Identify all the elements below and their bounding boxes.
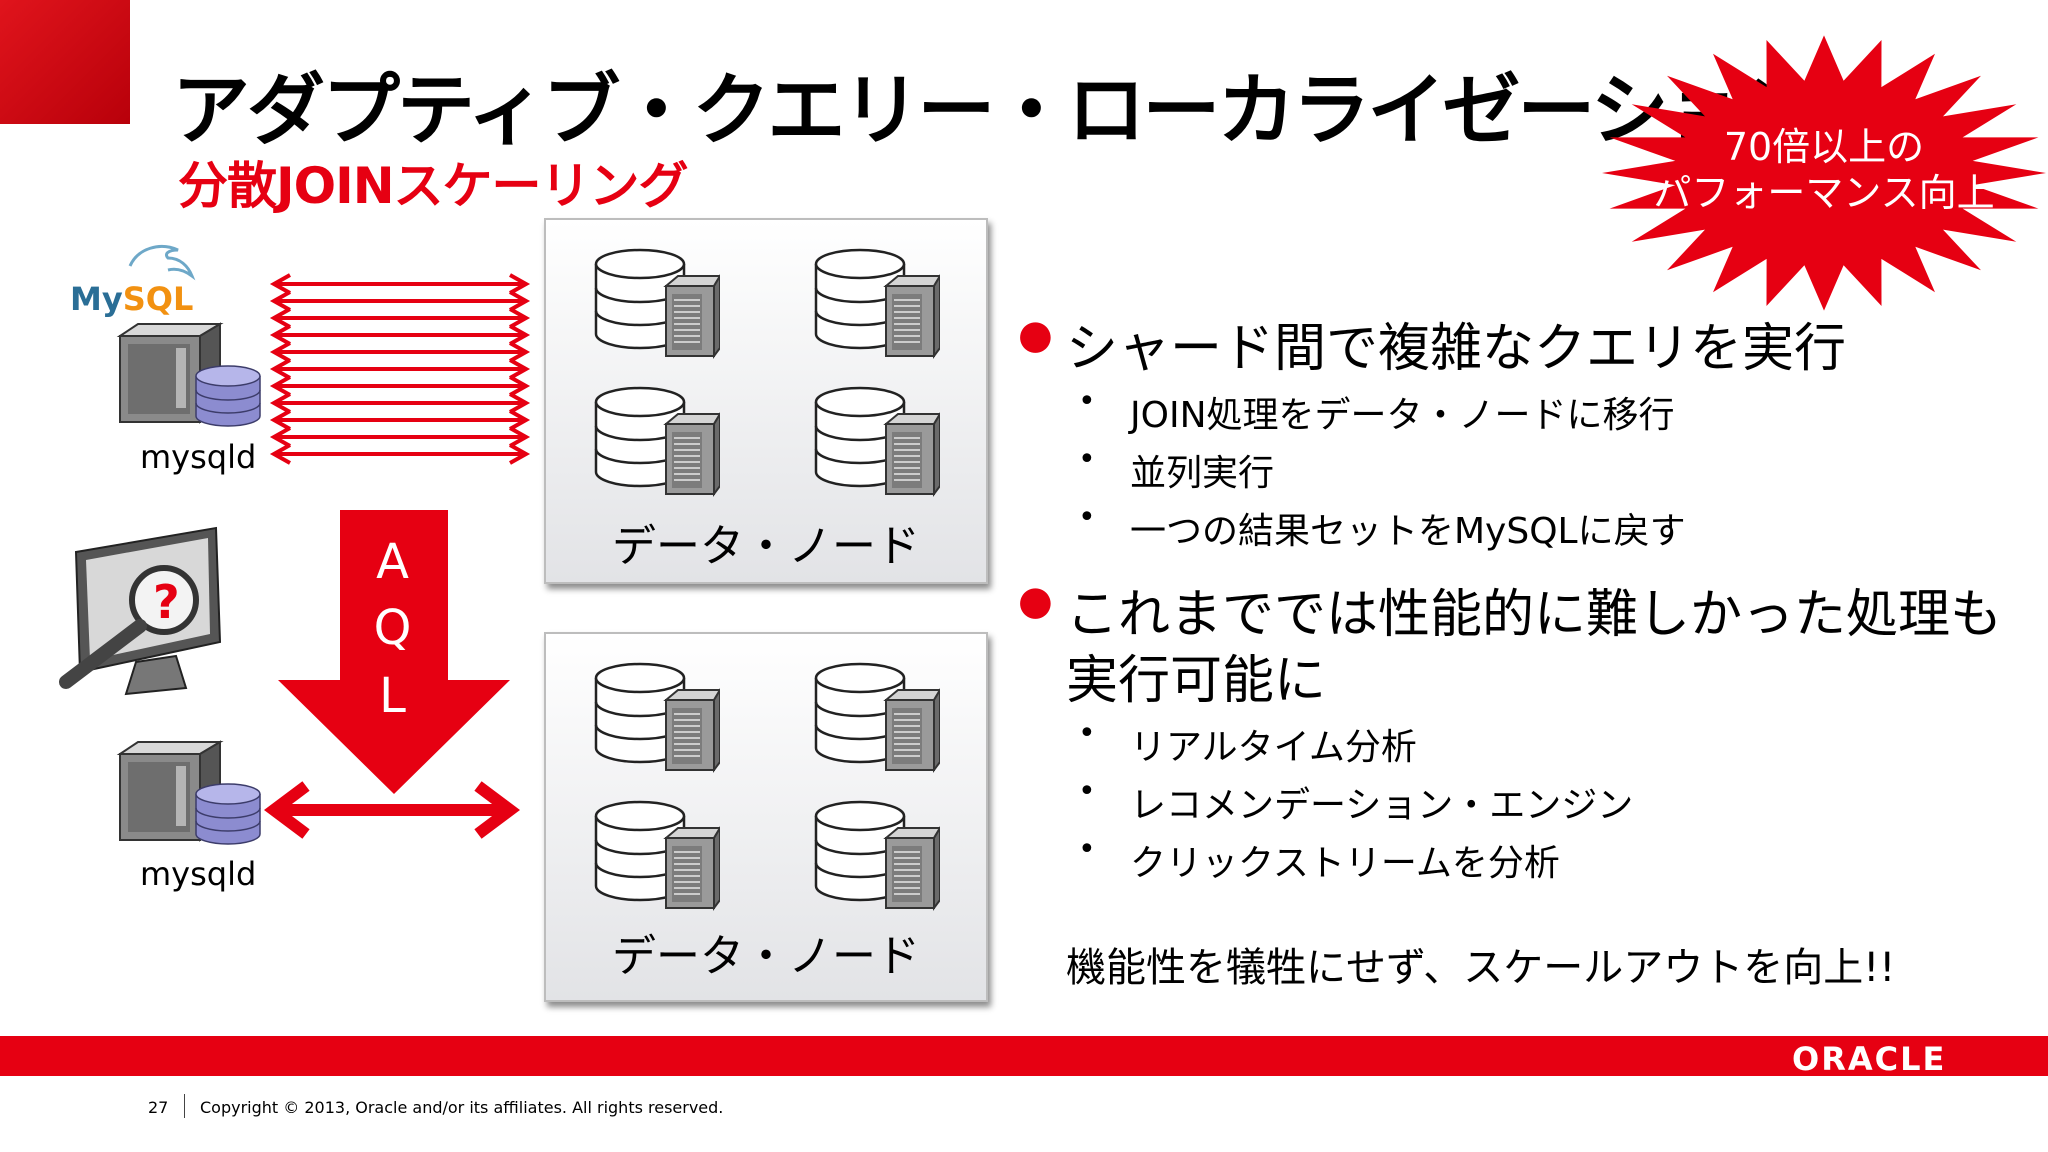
sub-bullet-1-3: •一つの結果セットをMySQLに戻す xyxy=(1078,500,1686,552)
data-node-label-top: データ・ノード xyxy=(612,521,920,572)
arrowhead-left xyxy=(269,307,291,329)
arrowhead-left xyxy=(269,324,291,346)
bullet-1-text: シャード間で複雑なクエリを実行 xyxy=(1066,319,1847,379)
database-server-icon xyxy=(590,658,720,778)
sub-bullet-text: 一つの結果セットをMySQLに戻す xyxy=(1130,511,1686,552)
database-server-icon xyxy=(590,382,720,502)
data-node-group-bottom: データ・ノード xyxy=(544,632,988,1002)
aql-letter-q: Q xyxy=(373,600,412,656)
corner-accent xyxy=(0,0,130,124)
aql-letter-l: L xyxy=(379,668,406,724)
mysql-logo: MySQL xyxy=(68,236,208,320)
sub-bullet-2-1: •リアルタイム分析 xyxy=(1078,716,1417,768)
arrowhead-left xyxy=(269,358,291,380)
arrowhead-right xyxy=(509,443,531,465)
question-mark: ? xyxy=(153,575,180,629)
sub-bullet-text: クリックストリームを分析 xyxy=(1130,843,1560,884)
data-node-label-bottom: データ・ノード xyxy=(612,931,920,982)
arrowhead-right xyxy=(509,341,531,363)
arrowhead-right xyxy=(509,392,531,414)
bullet-1: ● シャード間で複雑なクエリを実行 xyxy=(1018,306,1847,381)
bullet-2: ● これまででは性能的に難しかった処理も xyxy=(1018,572,2003,647)
arrowhead-left xyxy=(269,443,291,465)
bullet-2-cont: 実行可能に xyxy=(1066,638,1326,713)
sub-bullet-2-2: •レコメンデーション・エンジン xyxy=(1078,774,1634,826)
arrowhead-right xyxy=(509,307,531,329)
arrowhead-left xyxy=(269,375,291,397)
bullet-2-text-line2: 実行可能に xyxy=(1066,651,1327,711)
database-server-icon xyxy=(810,244,940,364)
arrowhead-right xyxy=(509,290,531,312)
arrowhead-left xyxy=(269,290,291,312)
burst-line-2: パフォーマンス向上 xyxy=(1653,171,1995,215)
slide-title: アダプティブ・クエリー・ローカライゼーション xyxy=(172,66,1819,156)
database-server-icon xyxy=(810,658,940,778)
sub-bullet-text: JOIN処理をデータ・ノードに移行 xyxy=(1130,395,1675,436)
sub-bullet-text: レコメンデーション・エンジン xyxy=(1130,785,1634,826)
arrowhead-right xyxy=(509,324,531,346)
arrowhead-right xyxy=(509,273,531,295)
starburst-shape xyxy=(1602,35,2046,311)
arrowhead-left xyxy=(269,392,291,414)
query-traffic-arrows xyxy=(269,273,531,465)
sub-bullet-1-1: •JOIN処理をデータ・ノードに移行 xyxy=(1078,384,1675,436)
sub-bullet-text: 並列実行 xyxy=(1130,453,1275,494)
mysqld-label-top: mysqld xyxy=(140,438,257,476)
footer-bar xyxy=(0,1036,2048,1076)
arrowhead-right xyxy=(509,375,531,397)
footer-separator xyxy=(184,1094,185,1118)
bullet-dot: ● xyxy=(1018,312,1053,358)
database-server-icon xyxy=(810,796,940,916)
mysqld-label-bottom: mysqld xyxy=(140,855,257,893)
arrowhead-left xyxy=(269,273,291,295)
arrowhead-right xyxy=(509,426,531,448)
data-node-group-top: データ・ノード xyxy=(544,218,988,584)
closing-statement: 機能性を犠牲にせず、スケールアウトを向上!! xyxy=(1066,945,1896,991)
mysql-dolphin-icon xyxy=(128,245,196,281)
copyright-notice: Copyright © 2013, Oracle and/or its affi… xyxy=(200,1098,724,1117)
arrowhead-left xyxy=(269,341,291,363)
server-with-database-icon-2 xyxy=(116,740,266,850)
arrowhead-left xyxy=(269,426,291,448)
bidirectional-arrow-icon xyxy=(264,781,520,839)
page-number: 27 xyxy=(148,1098,169,1117)
sub-bullet-2-3: •クリックストリームを分析 xyxy=(1078,832,1560,884)
down-arrow-icon xyxy=(278,510,510,794)
performance-callout-burst: 70倍以上の パフォーマンス向上 xyxy=(1600,28,2048,318)
aql-letter-a: A xyxy=(376,534,409,590)
arrowhead-left xyxy=(269,409,291,431)
monitor-with-magnifier-icon: ? xyxy=(59,526,222,696)
database-server-icon xyxy=(810,382,940,502)
sub-bullet-1-2: •並列実行 xyxy=(1078,442,1275,494)
bullet-dot: ● xyxy=(1018,578,1053,624)
bullet-2-text-line1: これまででは性能的に難しかった処理も xyxy=(1066,585,2003,645)
database-server-icon xyxy=(590,796,720,916)
arrowhead-right xyxy=(509,358,531,380)
sub-bullet-text: リアルタイム分析 xyxy=(1130,727,1417,768)
database-server-icon xyxy=(590,244,720,364)
burst-line-1: 70倍以上の xyxy=(1723,125,1925,169)
server-with-database-icon xyxy=(116,322,266,432)
slide-subtitle: 分散JOINスケーリング xyxy=(178,157,689,215)
oracle-logo: ORACLE xyxy=(1792,1040,1947,1078)
mysql-logo-text: SQL xyxy=(122,280,194,318)
arrowhead-right xyxy=(509,409,531,431)
